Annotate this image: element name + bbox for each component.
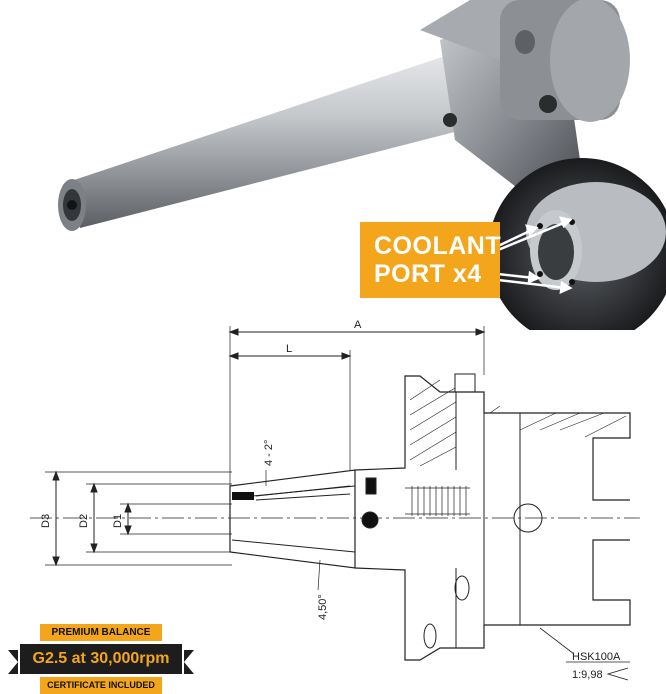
holder-body	[420, 0, 630, 190]
side-hole	[539, 95, 557, 113]
tool-holder-photo	[58, 0, 666, 330]
coolant-port-callout: COOLANT PORT x4	[360, 222, 502, 298]
dim-D2-label: D2	[78, 514, 90, 528]
hsk-spec-label: HSK100A	[572, 651, 621, 663]
badge-top-label: PREMIUM BALANCE	[40, 624, 162, 641]
angle-small-label: 4 - 2°	[263, 440, 275, 466]
shaft	[58, 56, 470, 231]
taper-ratio-label: 1:9,98	[572, 669, 603, 681]
dim-D1-label: D1	[112, 514, 124, 528]
angle-large-label: 4,50°	[317, 594, 329, 620]
badge-bottom-label: CERTIFICATE INCLUDED	[40, 677, 162, 694]
badge-ribbon: G2.5 at 30,000rpm	[8, 644, 194, 674]
premium-balance-badge: PREMIUM BALANCE G2.5 at 30,000rpm CERTIF…	[8, 624, 194, 694]
dim-A-label: A	[354, 319, 362, 331]
callout-line-1: COOLANT	[374, 232, 502, 260]
dim-D3-label: D3	[40, 514, 52, 528]
coolant-port-zoom	[488, 158, 666, 330]
callout-line-2: PORT x4	[374, 260, 482, 288]
badge-main-label: G2.5 at 30,000rpm	[32, 650, 170, 667]
dim-L-label: L	[286, 343, 292, 355]
